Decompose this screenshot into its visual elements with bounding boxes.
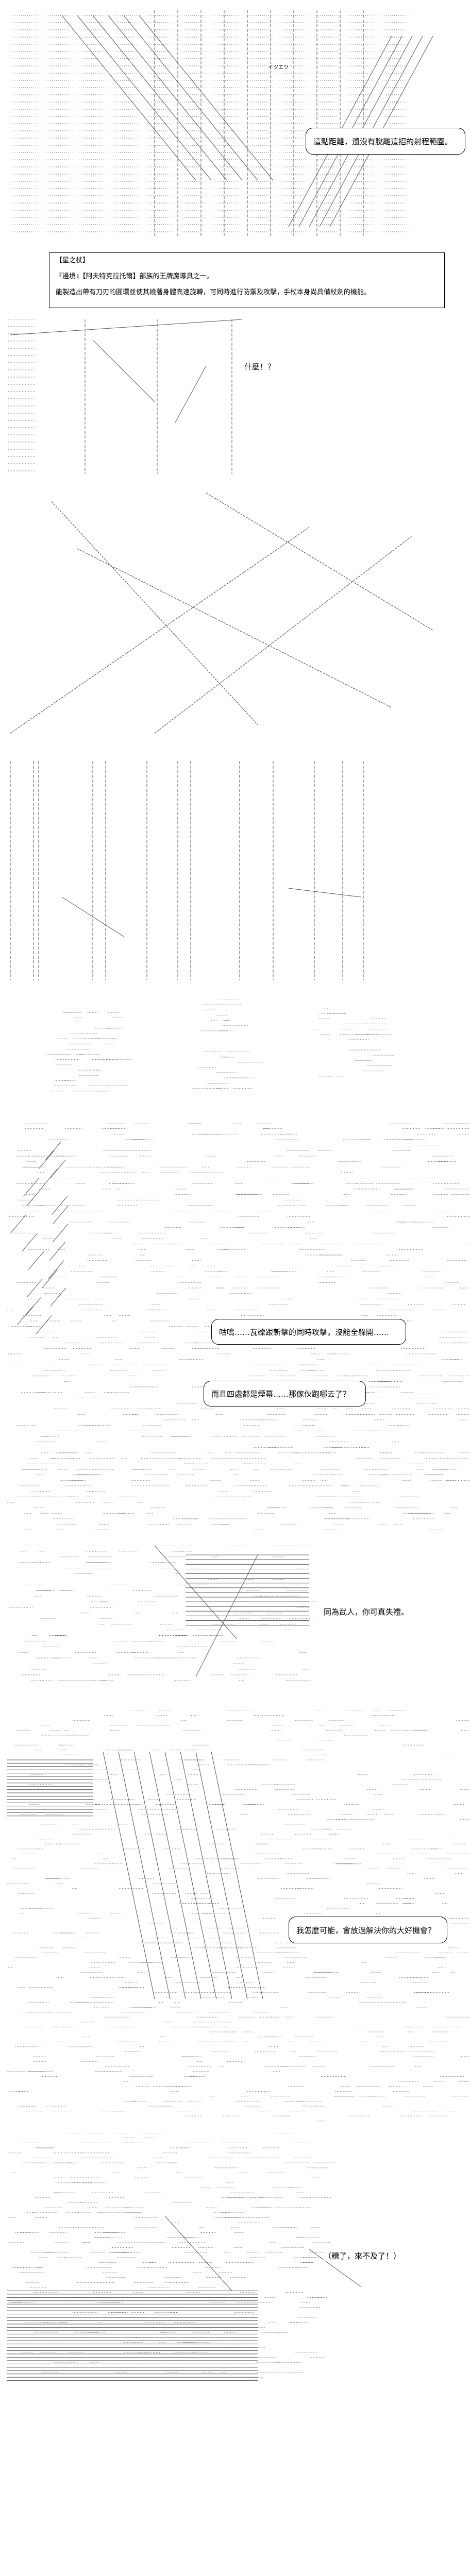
art-stroke bbox=[309, 2249, 361, 2287]
art-stroke bbox=[36, 1315, 52, 1334]
art-stroke bbox=[108, 15, 242, 180]
art-panel-strike bbox=[0, 1546, 470, 1700]
art-stroke bbox=[42, 1169, 58, 1188]
art-stroke bbox=[149, 1752, 201, 1999]
dialogue-text: 咕鳴……瓦礫跟斬擊的同時攻擊，沒能全躲開…… bbox=[219, 1327, 390, 1337]
note-title: 【星之杖】 bbox=[56, 257, 90, 264]
art-stroke bbox=[27, 1279, 42, 1297]
note-line: 能製造出帶有刀刃的圓環並使其繞著身體高速旋轉，可同時進行防禦及攻擊，手杖本身尚具… bbox=[56, 289, 371, 296]
art-panel-pillars bbox=[0, 752, 470, 989]
art-stroke bbox=[39, 1150, 54, 1169]
art-stroke bbox=[11, 1215, 26, 1233]
art-stroke bbox=[77, 15, 211, 180]
art-stroke bbox=[46, 1142, 61, 1160]
art-stroke bbox=[196, 1555, 258, 1676]
art-stroke bbox=[28, 1251, 44, 1270]
note-line: 『邊境』【阿夫特克拉托爾】部族的王牌魔導具之一。 bbox=[56, 273, 213, 280]
dialogue-text: 我怎麼可能，會放過解決你的大好機會？ bbox=[296, 1925, 436, 1935]
art-stroke bbox=[211, 1752, 263, 1999]
art-stroke bbox=[50, 1160, 65, 1178]
speech-bubble: 這點距離，還沒有脫離這招的射程範圍。 bbox=[306, 128, 465, 155]
art-stroke bbox=[48, 1261, 64, 1279]
art-stroke bbox=[62, 15, 196, 180]
art-stroke bbox=[206, 493, 433, 631]
art-stroke bbox=[22, 1233, 38, 1251]
art-stroke bbox=[51, 1288, 66, 1307]
art-stroke bbox=[289, 888, 361, 897]
speech-bubble: 而且四處都是煙幕……那傢伙跑哪去了？ bbox=[204, 1381, 366, 1406]
art-stroke bbox=[196, 1752, 247, 1999]
art-stroke bbox=[42, 1269, 57, 1288]
speech-bubble: 咕鳴……瓦礫跟斬擊的同時攻擊，沒能全躲開…… bbox=[211, 1319, 406, 1345]
art-panel-final bbox=[0, 2133, 470, 2391]
art-panel-battle-top bbox=[0, 10, 470, 242]
art-stroke bbox=[155, 536, 412, 733]
art-stroke bbox=[180, 1752, 232, 1999]
art-stroke bbox=[10, 319, 242, 335]
art-stroke bbox=[103, 1752, 155, 1999]
art-stroke bbox=[175, 366, 206, 422]
art-stroke bbox=[49, 1242, 65, 1261]
art-stroke bbox=[53, 1224, 68, 1243]
art-stroke bbox=[165, 1752, 216, 1999]
art-stroke bbox=[155, 1546, 237, 1639]
art-stroke bbox=[139, 15, 273, 180]
dialogue-text: 這點距離，還沒有脫離這招的射程範圍。 bbox=[313, 137, 453, 146]
dialogue-text: 什麼！？ bbox=[244, 362, 276, 371]
art-stroke bbox=[53, 1206, 69, 1224]
art-stroke bbox=[124, 15, 258, 180]
art-stroke bbox=[18, 1307, 33, 1325]
art-stroke bbox=[27, 1187, 43, 1206]
art-stroke bbox=[93, 15, 227, 180]
art-stroke bbox=[52, 501, 258, 724]
art-panel-face bbox=[0, 319, 470, 474]
art-sfx: イツエツ bbox=[268, 65, 289, 71]
art-stroke bbox=[77, 549, 392, 707]
dialogue-text: （糟了，來不及了！） bbox=[324, 2251, 401, 2261]
art-stroke bbox=[26, 1297, 41, 1316]
dialogue-text: 同為武人，你可真失禮。 bbox=[324, 1607, 409, 1617]
dialogue-text: 而且四處都是煙幕……那傢伙跑哪去了？ bbox=[211, 1389, 351, 1399]
art-panel-debris bbox=[0, 999, 470, 1113]
item-description-box: 【星之杖】 『邊境』【阿夫特克拉托爾】部族的王牌魔導具之一。 能製造出帶有刀刃的… bbox=[49, 252, 445, 308]
art-stroke bbox=[52, 1196, 67, 1215]
art-panel-slashes bbox=[0, 484, 470, 742]
art-stroke bbox=[165, 2216, 232, 2291]
art-panel-opponent bbox=[0, 1710, 470, 2123]
art-stroke bbox=[134, 1752, 186, 1999]
art-stroke bbox=[10, 527, 309, 733]
art-stroke bbox=[23, 1178, 39, 1197]
art-stroke bbox=[62, 897, 124, 937]
art-stroke bbox=[119, 1752, 170, 1999]
speech-bubble: 我怎麼可能，會放過解決你的大好機會？ bbox=[289, 1917, 447, 1943]
art-stroke bbox=[93, 340, 155, 402]
